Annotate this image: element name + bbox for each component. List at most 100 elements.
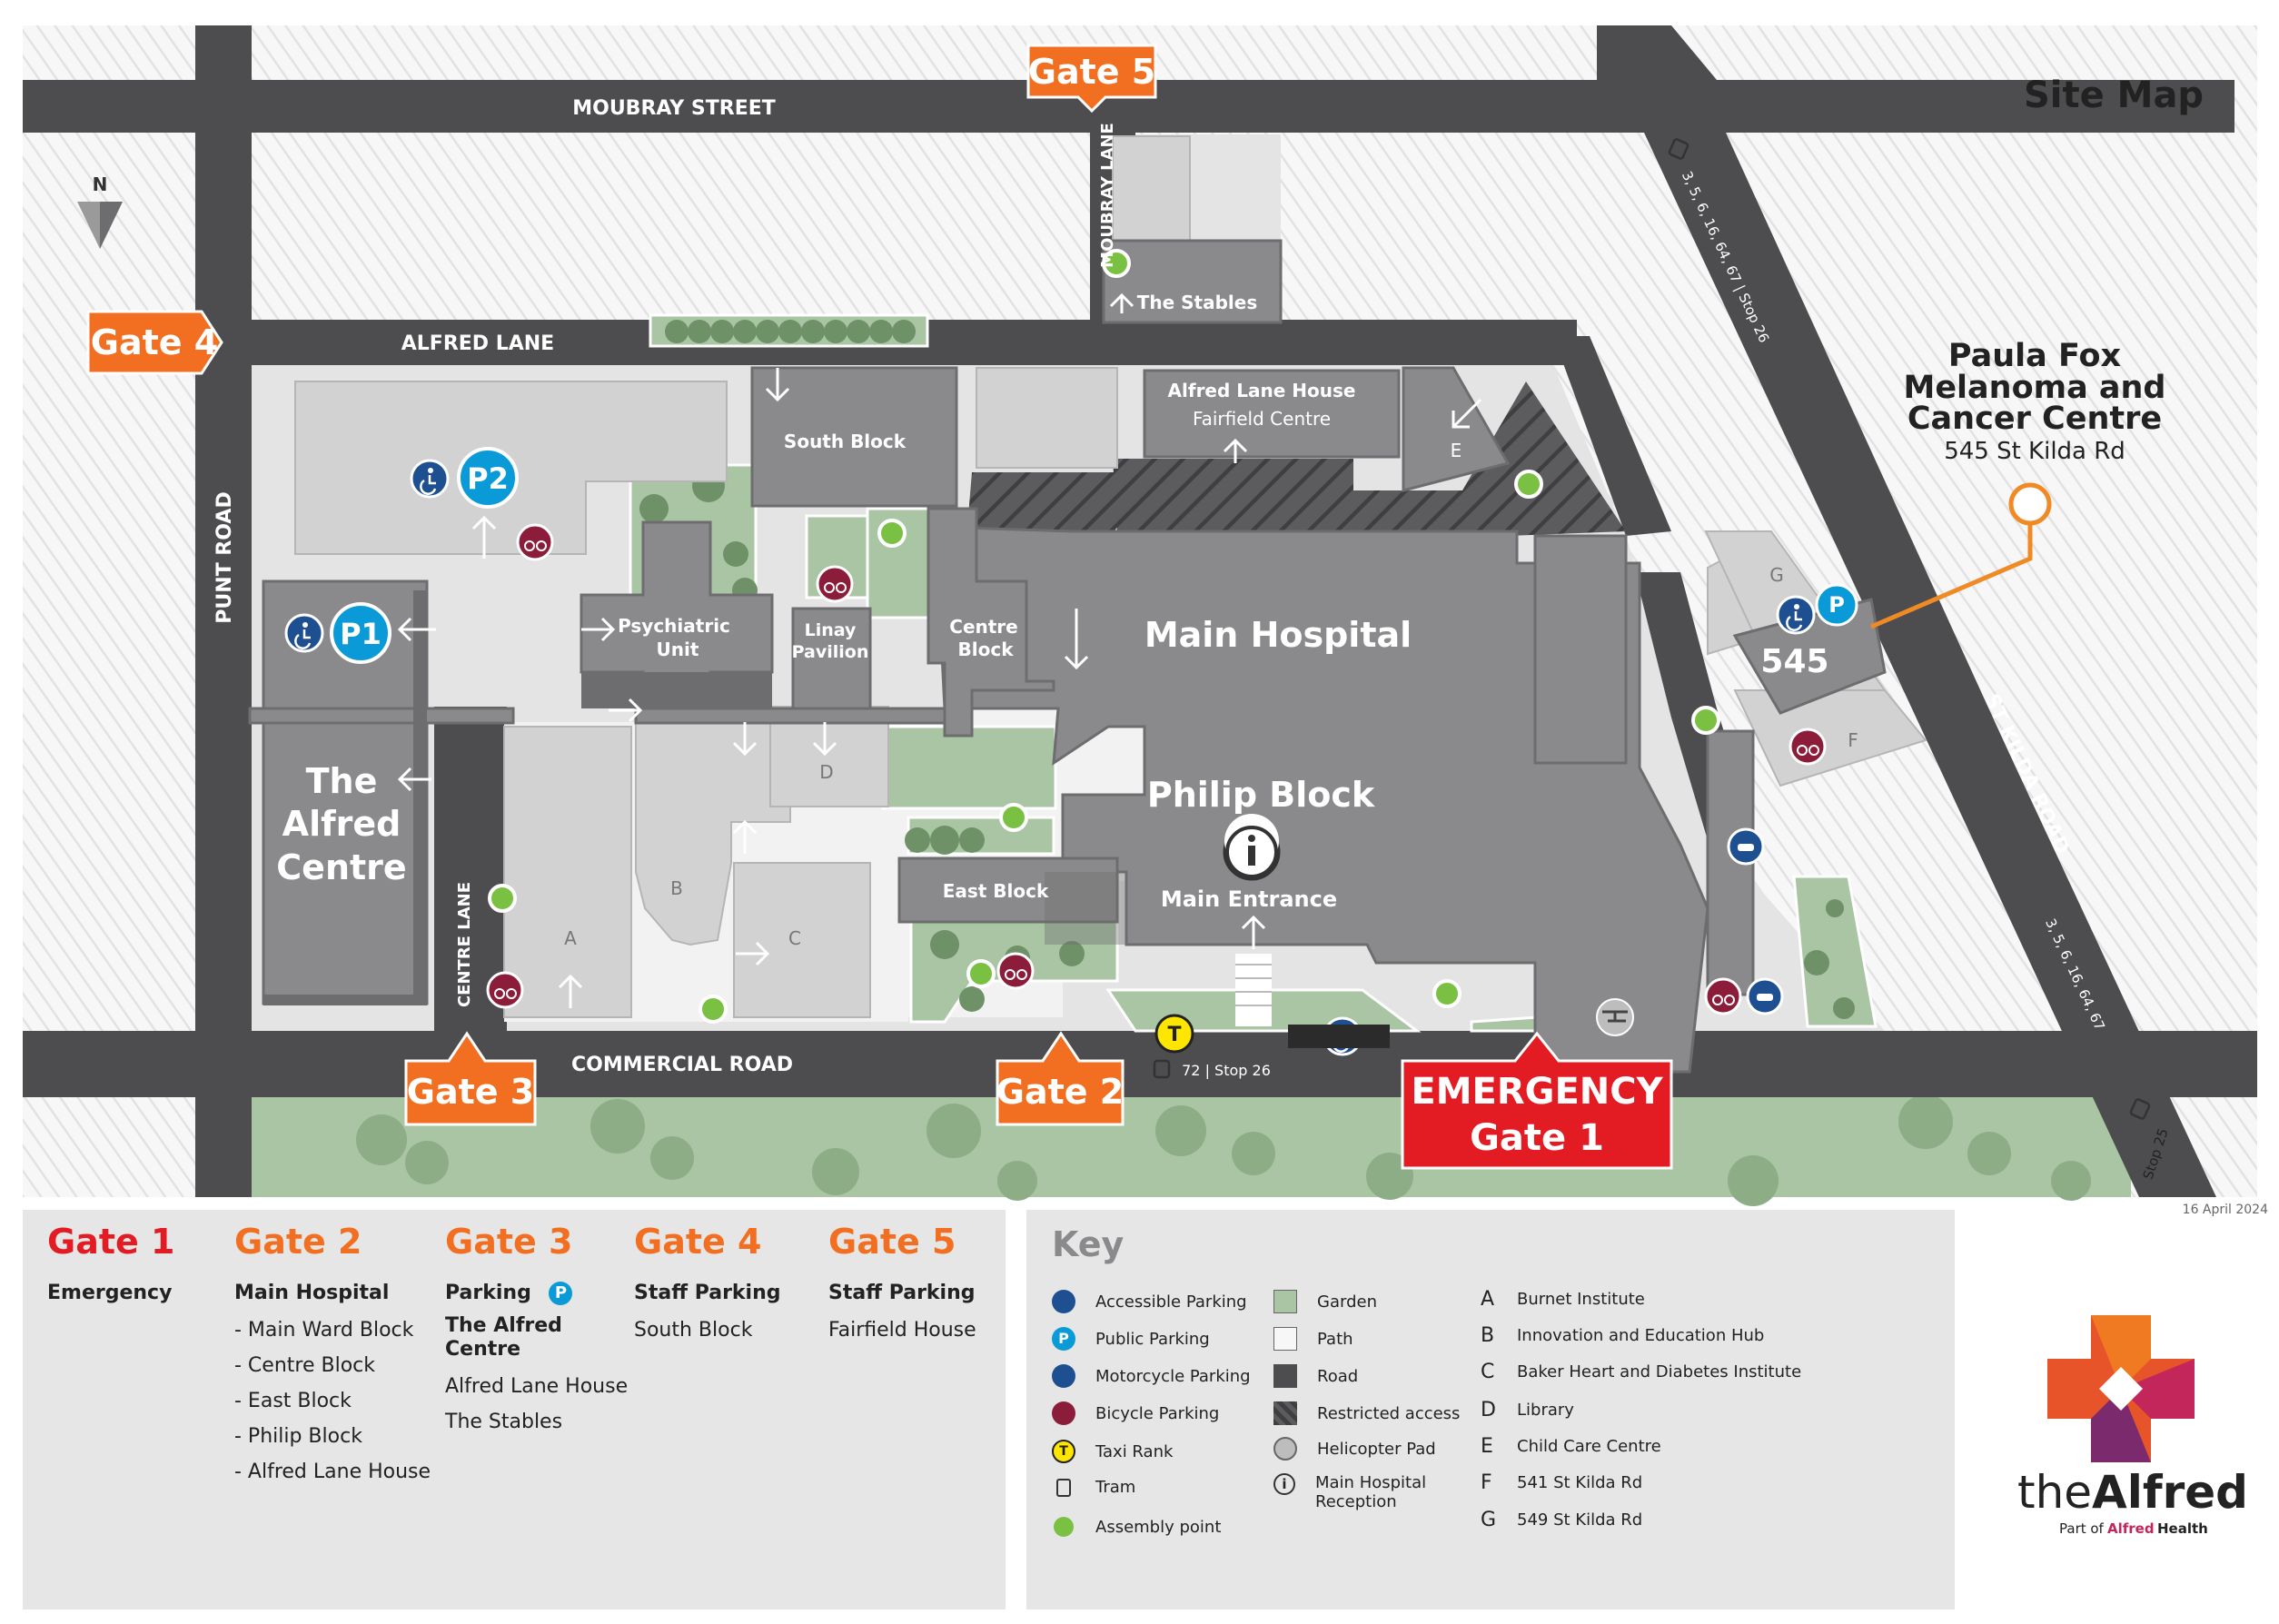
gate-2-item: - Centre Block xyxy=(234,1354,375,1377)
helicopter-pad-icon xyxy=(1273,1437,1297,1461)
gate-4-sign xyxy=(86,310,223,375)
information-icon: i xyxy=(1273,1473,1295,1495)
gate-4-legend-sub: Staff Parking xyxy=(634,1282,781,1304)
punt-road-label: PUNT ROAD xyxy=(213,491,236,623)
key-letter-name: Burnet Institute xyxy=(1517,1290,1645,1309)
key-restricted-access: Restricted access xyxy=(1273,1401,1460,1425)
gate-4-label: Gate 4 xyxy=(91,322,218,362)
alfred-centre-label-2: Alfred xyxy=(282,804,401,844)
road-swatch xyxy=(1273,1364,1297,1388)
key-legend-panel xyxy=(1026,1210,1955,1609)
key-label: Tram xyxy=(1095,1478,1136,1497)
fairfield-centre-label: Fairfield Centre xyxy=(1193,408,1331,430)
accessible-parking-icon xyxy=(1052,1290,1075,1313)
gate-2-item: - Alfred Lane House xyxy=(234,1461,431,1483)
gate-5-sign xyxy=(1026,44,1157,114)
centre-lane-label: CENTRE LANE xyxy=(455,882,474,1007)
the-stables-label: The Stables xyxy=(1137,292,1258,313)
key-letter-e: E Child Care Centre xyxy=(1481,1435,1661,1458)
key-letter: D xyxy=(1481,1399,1496,1421)
gate-3-legend-sub: The Alfred xyxy=(445,1314,562,1337)
key-label: Accessible Parking xyxy=(1095,1292,1247,1312)
alfred-centre-label-1: The xyxy=(306,761,378,801)
date-label: 16 April 2024 xyxy=(2183,1203,2268,1217)
linay-pavilion xyxy=(791,607,872,710)
gate-3-legend-parking: Parking P xyxy=(445,1282,628,1305)
key-label: Assembly point xyxy=(1095,1517,1222,1537)
gate-4-item: South Block xyxy=(634,1319,753,1342)
gate-1-legend-sub: Emergency xyxy=(47,1282,173,1304)
building-a-label: A xyxy=(564,927,577,949)
key-letter: F xyxy=(1481,1471,1492,1494)
gate-2-legend-sub: Main Hospital xyxy=(234,1282,390,1304)
key-letter-name: Child Care Centre xyxy=(1517,1437,1661,1456)
gate-2-item: - Philip Block xyxy=(234,1425,362,1448)
gate-2-label: Gate 2 xyxy=(996,1072,1124,1112)
key-public-parking: P Public Parking xyxy=(1052,1327,1210,1351)
centre-block-label-1: Centre xyxy=(949,616,1017,638)
gate-1-legend: Gate 1 Emergency xyxy=(47,1222,174,1305)
logo-alfred-health-a: Alfred xyxy=(2107,1520,2155,1537)
linay-pavilion-label-2: Pavilion xyxy=(792,642,869,662)
north-label: N xyxy=(93,173,108,195)
bicycle-parking-icons xyxy=(486,523,1827,1015)
key-letter: B xyxy=(1481,1324,1495,1347)
public-parking-icon: P xyxy=(1052,1327,1075,1351)
gate-4-legend-title: Gate 4 xyxy=(634,1222,762,1262)
key-label: Road xyxy=(1317,1366,1359,1386)
taxi-label: T xyxy=(1167,1024,1181,1046)
gate-3-legend-sub: Centre xyxy=(445,1338,521,1361)
building-e-label: E xyxy=(1451,440,1462,461)
key-label: Path xyxy=(1317,1329,1353,1349)
key-letter-name: 541 St Kilda Rd xyxy=(1517,1473,1643,1492)
psychiatric-unit-label-2: Unit xyxy=(657,639,699,660)
key-letter: A xyxy=(1481,1288,1495,1311)
gates-legend-panel xyxy=(23,1210,1006,1609)
key-label: Reception xyxy=(1315,1492,1397,1511)
east-block xyxy=(897,857,1119,924)
helicopter-pad xyxy=(1596,998,1634,1036)
main-entrance-steps xyxy=(1235,954,1272,1026)
alfred-lane-house-label: Alfred Lane House xyxy=(1168,380,1356,401)
main-hospital xyxy=(934,525,1709,1074)
assembly-point-icon xyxy=(1054,1517,1074,1537)
information-icon xyxy=(1223,814,1281,881)
alfred-centre-label-3: Centre xyxy=(276,847,406,887)
alfred-lane-house xyxy=(1143,369,1401,459)
paula-fox-line-3: Cancer Centre xyxy=(1907,401,2162,437)
moubray-street xyxy=(23,80,1708,133)
building-c-label: C xyxy=(788,927,801,949)
gate-2-legend-title: Gate 2 xyxy=(234,1222,362,1262)
gate-5-legend: Gate 5 Staff Parking Fairfield House xyxy=(828,1222,976,1348)
key-letter-name: Baker Heart and Diabetes Institute xyxy=(1517,1362,1802,1381)
centre-block-label-2: Block xyxy=(958,639,1015,660)
paula-fox-line-2: Melanoma and xyxy=(1903,370,2165,406)
key-path: Path xyxy=(1273,1327,1353,1351)
key-road: Road xyxy=(1273,1364,1358,1388)
commercial-road xyxy=(23,1031,2257,1097)
building-545-label: 545 xyxy=(1760,643,1828,680)
p-545-label: P xyxy=(1828,592,1845,618)
paula-fox-address: 545 St Kilda Rd xyxy=(1944,438,2125,465)
key-garden: Garden xyxy=(1273,1290,1377,1313)
gate-3-item: The Stables xyxy=(445,1411,563,1433)
gate-2-item: - Main Ward Block xyxy=(234,1319,414,1342)
gate-3-item: Alfred Lane House xyxy=(445,1375,629,1398)
building-e xyxy=(1402,366,1511,492)
tram-icon xyxy=(1056,1478,1071,1497)
key-letter-a: A Burnet Institute xyxy=(1481,1288,1645,1311)
moubray-lane-label: MOUBRAY LANE xyxy=(1098,123,1117,268)
gate-3-label: Gate 3 xyxy=(407,1072,534,1112)
p1-label: P1 xyxy=(340,617,381,651)
gate-3-sign xyxy=(404,1031,537,1126)
gate-4-legend: Gate 4 Staff Parking South Block xyxy=(634,1222,781,1348)
logo-alfred: Alfred xyxy=(2092,1466,2248,1519)
entry-arrows xyxy=(397,292,1482,1008)
building-d-label: D xyxy=(819,761,833,783)
key-letter: E xyxy=(1481,1435,1493,1458)
key-label: Public Parking xyxy=(1095,1329,1210,1349)
garden-swatch xyxy=(1273,1290,1297,1313)
restricted-access-swatch xyxy=(1273,1401,1297,1425)
